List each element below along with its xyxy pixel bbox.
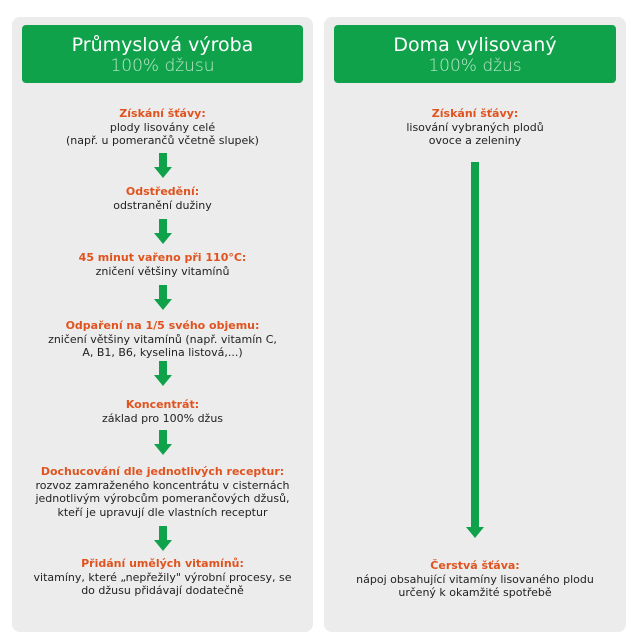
step-title: Dochucování dle jednotlivých receptur:: [40, 465, 285, 478]
arrow-down-icon: [153, 430, 172, 455]
arrow-down-icon: [153, 285, 172, 310]
step-description: zničení většiny vitamínů (např. vitamín …: [48, 332, 277, 346]
header-subtitle: 100% džusu: [110, 56, 215, 76]
process-step: Koncentrát:základ pro 100% džus: [12, 398, 313, 425]
homemade-panel: Doma vylisovaný 100% džus Získání šťávy:…: [324, 17, 626, 632]
homemade-header: Doma vylisovaný 100% džus: [334, 25, 616, 83]
process-step: Čerstvá šťáva:nápoj obsahující vitamíny …: [324, 559, 626, 600]
step-description: plody lisovány celé: [109, 120, 216, 134]
step-title: 45 minut vařeno při 110°C:: [78, 251, 247, 264]
process-step: Odstředění:odstranění dužiny: [12, 185, 313, 212]
arrow-down-icon: [153, 153, 172, 178]
process-step: 45 minut vařeno při 110°C:zničení většin…: [12, 251, 313, 278]
industrial-header: Průmyslová výroba 100% džusu: [22, 25, 303, 83]
process-step: Získání šťávy:plody lisovány celé(např. …: [12, 107, 313, 148]
step-title: Odstředění:: [125, 185, 200, 198]
step-description: nápoj obsahující vitamíny lisovaného plo…: [356, 572, 594, 586]
step-description: (např. u pomerančů včetně slupek): [66, 134, 259, 147]
step-description: zničení většiny vitamínů: [95, 264, 230, 278]
process-step: Dochucování dle jednotlivých receptur:ro…: [12, 465, 313, 519]
step-description: vitamíny, které „nepřežily" výrobní proc…: [33, 570, 292, 584]
step-title: Přidání umělých vitamínů:: [81, 557, 244, 570]
step-title: Získání šťávy:: [119, 107, 206, 120]
step-description: lisování vybraných plodů: [406, 120, 544, 134]
arrow-down-icon: [153, 526, 172, 551]
step-title: Odpaření na 1/5 svého objemu:: [65, 319, 260, 332]
step-title: Koncentrát:: [125, 398, 200, 411]
step-title: Získání šťávy:: [431, 107, 519, 120]
process-step: Přidání umělých vitamínů:vitamíny, které…: [12, 557, 313, 598]
process-step: Odpaření na 1/5 svého objemu:zničení vět…: [12, 319, 313, 360]
header-title: Průmyslová výroba: [71, 34, 254, 56]
step-title: Čerstvá šťáva:: [430, 559, 520, 572]
industrial-panel: Průmyslová výroba 100% džusu Získání šťá…: [12, 17, 313, 632]
step-description: jednotlivým výrobcům pomerančových džusů…: [35, 492, 290, 505]
arrow-down-icon: [466, 162, 484, 538]
step-description: do džusu přidávají dodatečně: [81, 584, 244, 597]
step-description: určený k okamžité spotřebě: [398, 586, 552, 599]
step-description: kteří je upravují dle vlastních receptur: [57, 505, 268, 519]
header-title: Doma vylisovaný: [393, 34, 557, 56]
header-subtitle: 100% džus: [428, 56, 522, 76]
step-description: odstranění dužiny: [113, 198, 212, 212]
arrow-down-icon: [153, 219, 172, 244]
arrow-down-icon: [153, 361, 172, 386]
step-description: základ pro 100% džus: [101, 411, 224, 425]
step-description: rozvoz zamraženého koncentrátu v cistern…: [35, 478, 290, 492]
step-description: A, B1, B6, kyselina listová,...): [82, 346, 243, 359]
step-description: ovoce a zeleniny: [428, 134, 522, 147]
